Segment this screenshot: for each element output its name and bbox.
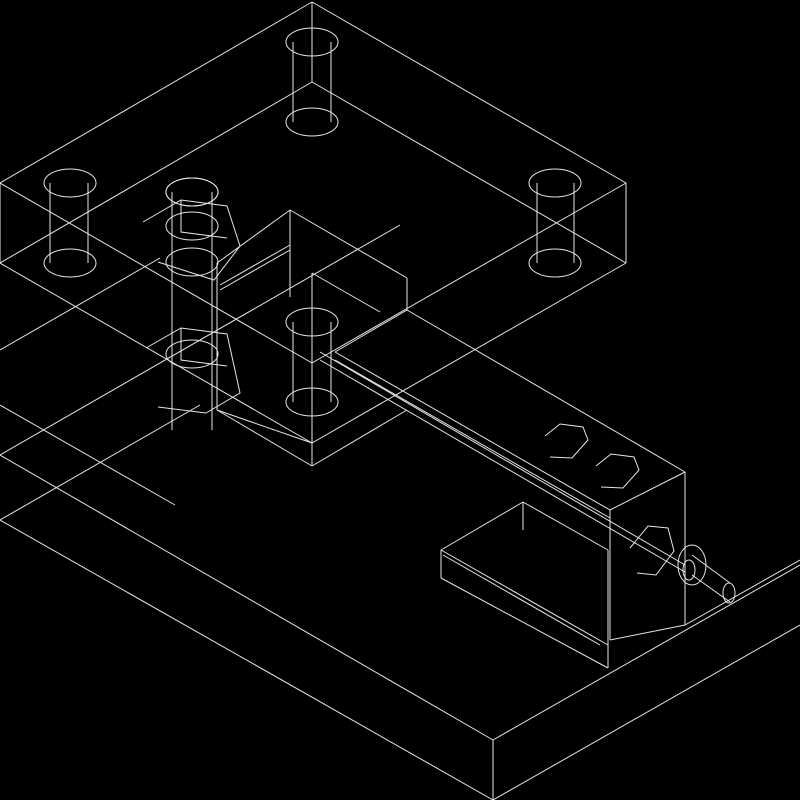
edge-line — [0, 82, 312, 263]
edge-line — [0, 405, 175, 505]
hole-ellipse — [286, 108, 338, 136]
hole-ellipse — [44, 169, 96, 197]
base-plate — [0, 225, 800, 800]
hex-outline — [630, 526, 674, 575]
hole-ellipse — [723, 583, 735, 603]
hex-outline — [146, 328, 240, 413]
edge-line — [443, 555, 600, 645]
adjusting-bolt — [630, 526, 735, 603]
edge-line — [217, 210, 290, 263]
edge-line — [0, 455, 493, 740]
hole-ellipse — [286, 308, 338, 336]
edge-line — [312, 2, 626, 183]
hex-outline — [596, 454, 639, 488]
edge-line — [312, 263, 626, 443]
hex-nut-lower — [146, 328, 240, 413]
edge-line — [335, 360, 610, 518]
slide-rail — [320, 310, 800, 640]
edge-line — [493, 565, 800, 740]
edge-line — [335, 352, 610, 510]
hex-outline — [545, 424, 588, 458]
edge-line — [320, 352, 685, 565]
edge-line — [312, 183, 626, 363]
edge-line — [692, 555, 730, 583]
edge-line — [523, 502, 608, 550]
upright-block — [217, 210, 407, 466]
edge-line — [0, 258, 160, 350]
hole-ellipse — [44, 249, 96, 277]
edge-line — [441, 550, 608, 645]
edge-line — [685, 560, 800, 625]
hole-ellipse — [529, 249, 581, 277]
edge-line — [441, 502, 523, 550]
edge-line — [0, 263, 312, 443]
edge-line — [441, 578, 608, 668]
bolt-shaft — [172, 192, 212, 430]
edge-line — [217, 410, 312, 466]
edge-line — [312, 410, 407, 466]
hole-ellipse — [166, 340, 218, 368]
edge-line — [312, 273, 380, 312]
hole-ellipse — [678, 545, 706, 585]
edge-line — [610, 472, 685, 510]
edge-line — [220, 245, 290, 285]
edge-line — [320, 360, 685, 572]
hole-ellipse — [683, 560, 695, 580]
hole-ellipse — [166, 212, 218, 240]
edge-line — [407, 310, 685, 472]
edge-line — [0, 405, 200, 520]
edge-line — [0, 2, 312, 183]
hex-outline — [143, 200, 240, 280]
edge-line — [493, 625, 800, 800]
edge-line — [312, 82, 626, 263]
edge-line — [610, 625, 685, 640]
edge-line — [0, 183, 312, 363]
hole-ellipse — [166, 248, 218, 276]
edge-line — [220, 250, 290, 290]
edge-line — [0, 520, 493, 800]
edge-line — [335, 310, 407, 352]
hole-ellipse — [529, 169, 581, 197]
small-hex-nuts — [545, 424, 639, 488]
edge-line — [290, 210, 407, 278]
hex-nut-upper — [143, 178, 240, 280]
top-plate — [0, 2, 626, 443]
hole-ellipse — [286, 388, 338, 416]
hole-ellipse — [286, 28, 338, 56]
hole-ellipse — [166, 178, 218, 206]
edge-line — [217, 410, 312, 443]
edge-line — [0, 225, 400, 455]
clamp-block — [441, 502, 608, 668]
